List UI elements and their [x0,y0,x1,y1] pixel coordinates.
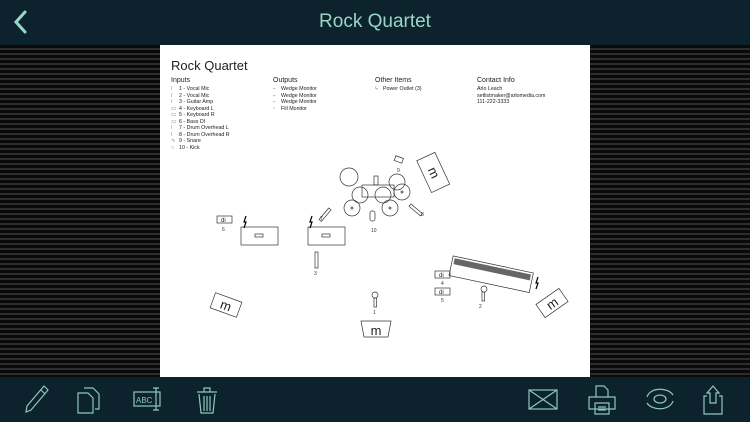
label-10: 10 [371,228,377,234]
svg-text:di: di [439,273,444,279]
wedge-monitor: m [535,287,569,319]
guitar-amp [307,226,346,246]
pencil-icon[interactable] [20,383,52,415]
di-box [216,215,233,224]
label-9: 9 [397,168,400,174]
outputs-heading: Outputs [273,77,298,84]
contact-email: setlistmaker@arlomedia.com [477,92,546,99]
di-box [434,287,451,296]
document-title: Rock Quartet [171,58,248,73]
other-heading: Other Items [375,77,412,84]
sync-icon[interactable] [644,383,676,415]
label-4: 4 [441,281,444,287]
stage-diagram: 10 9 7 8 m m m m 3 di 6 di 4 di 5 1 2 [209,151,569,338]
list-item: ▫Fill Monitor [273,105,307,112]
outputs-list: Outputs ⌐Wedge Monitor ⌐Wedge Monitor ⌐W… [273,76,317,112]
list-item: ⌐Wedge Monitor [273,86,317,92]
power-outlet-icon [243,215,247,229]
fill-monitor: m [360,320,392,338]
bottom-toolbar: ABC [0,377,750,422]
list-item: ⌐Wedge Monitor [273,92,317,99]
back-button[interactable] [10,9,32,35]
list-item: ⌐Wedge Monitor [273,99,317,105]
contact-phone: 111-222-3333 [477,99,510,105]
contact-info: Contact Info Arlo Leach setlistmaker@arl… [477,76,545,106]
label-5: 5 [441,298,444,304]
label-2: 2 [479,304,482,310]
guitar-mic [314,251,319,269]
svg-text:ABC: ABC [136,396,153,405]
svg-text:di: di [221,218,226,224]
list-item: ▭5 - Keyboard R [171,112,215,118]
share-icon[interactable] [697,383,729,415]
vocal-mic [371,291,379,299]
print-icon[interactable] [586,383,618,415]
power-outlet-icon [309,215,313,229]
wedge-monitor: m [416,151,451,194]
bass-amp [240,226,279,246]
mail-icon[interactable] [527,383,559,415]
label-6: 6 [222,227,225,233]
top-bar: Rock Quartet [0,0,750,45]
power-outlet-icon [535,276,539,290]
list-item: ▭4 - Keyboard L [171,105,214,112]
list-item: ▭6 - Bass DI [171,118,206,125]
contact-name: Arlo Leach [477,86,503,92]
di-box [434,270,451,279]
inputs-heading: Inputs [171,77,191,84]
wedge-monitor: m [209,292,243,318]
svg-text:di: di [439,290,444,296]
svg-text:m: m [425,165,443,181]
label-3: 3 [314,271,317,277]
keyboard [448,255,534,293]
label-1: 1 [373,310,376,316]
vocal-mic [480,285,488,293]
contact-heading: Contact Info [477,77,515,84]
label-7: 7 [320,216,323,222]
svg-text:m: m [371,323,382,338]
drum-kit [318,155,423,222]
page-title: Rock Quartet [319,11,431,32]
list-item: ○10 - Kick [171,144,200,151]
copy-icon[interactable] [73,383,105,415]
list-item: ∿9 - Snare [171,138,201,144]
rename-icon[interactable]: ABC [132,383,166,415]
trash-icon[interactable] [191,383,223,415]
svg-text:m: m [218,297,233,315]
label-8: 8 [421,212,424,218]
